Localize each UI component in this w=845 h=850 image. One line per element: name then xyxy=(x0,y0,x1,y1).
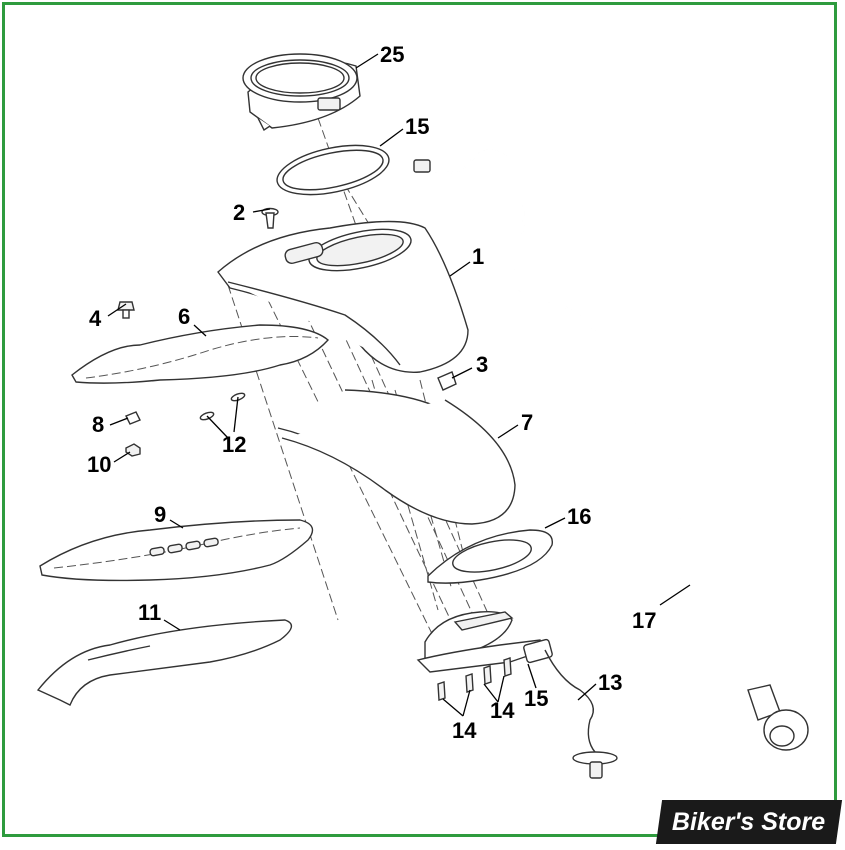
callout-1: 1 xyxy=(472,244,484,269)
callout-4: 4 xyxy=(89,306,102,331)
part-11-lower-cover xyxy=(36,619,293,706)
part-14-screws xyxy=(437,657,512,701)
part-13-harness xyxy=(544,649,618,779)
callout-6: 6 xyxy=(178,304,190,329)
frame-border xyxy=(2,2,837,837)
part-8-washer xyxy=(125,411,141,425)
part-1-console xyxy=(217,220,469,373)
callout-7: 7 xyxy=(521,410,533,435)
callout-9: 9 xyxy=(154,502,166,527)
callout-15-lower: 15 xyxy=(524,686,548,711)
callout-8: 8 xyxy=(92,412,104,437)
callout-2: 2 xyxy=(233,200,245,225)
callout-3: 3 xyxy=(476,352,488,377)
callout-15-upper: 15 xyxy=(405,114,429,139)
part-25-gauge-bezel xyxy=(242,53,361,132)
vent-slots xyxy=(149,537,219,557)
callout-12: 12 xyxy=(222,432,246,457)
part-4-push-pin xyxy=(117,301,135,319)
callout-25: 25 xyxy=(380,42,404,67)
store-watermark: Biker's Store xyxy=(655,800,843,844)
part-17-cable xyxy=(413,149,809,751)
part-10-nut xyxy=(125,443,141,457)
part-16-mounting-plate xyxy=(427,529,554,584)
part-7-gasket xyxy=(277,389,516,525)
callout-labels: 25 15 2 1 4 6 3 7 8 12 10 9 16 11 17 13 … xyxy=(87,42,656,743)
part-6-trim-panel xyxy=(71,324,330,384)
callout-16: 16 xyxy=(567,504,591,529)
switch-housing-assembly xyxy=(416,610,553,673)
part-3-clip xyxy=(437,371,457,391)
callout-17: 17 xyxy=(632,608,656,633)
callout-10: 10 xyxy=(87,452,111,477)
part-12-clips xyxy=(199,392,246,421)
leader-lines xyxy=(107,53,691,717)
callout-14-right: 14 xyxy=(490,698,515,723)
callout-13: 13 xyxy=(598,670,622,695)
part-15-gasket-ring xyxy=(276,144,390,196)
callout-14-left: 14 xyxy=(452,718,477,743)
callout-11: 11 xyxy=(138,600,161,625)
part-2-screw xyxy=(261,207,279,229)
watermark-text: Biker's Store xyxy=(672,807,826,836)
part-9-cover-panel xyxy=(39,519,314,582)
